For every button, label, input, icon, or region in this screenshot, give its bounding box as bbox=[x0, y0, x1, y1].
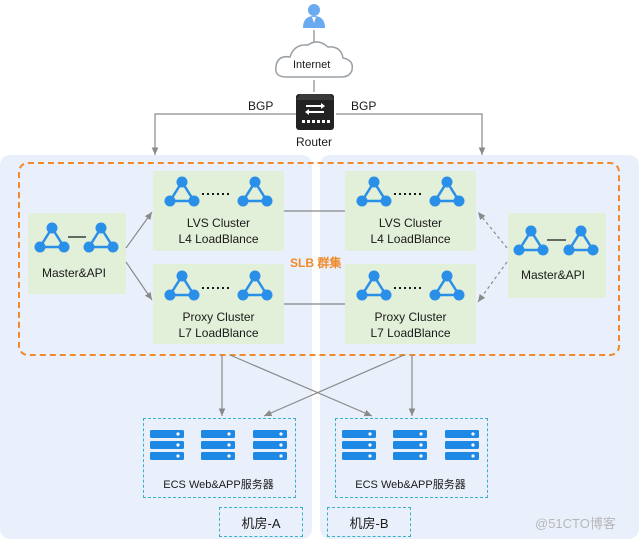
router-icon bbox=[296, 94, 334, 130]
proxy-cluster-left bbox=[153, 264, 284, 344]
proxy-right-node-icons bbox=[355, 269, 466, 302]
master-left-to-proxy bbox=[125, 261, 153, 301]
proxy-right-to-ecs-left bbox=[263, 354, 405, 417]
ecs-left-label: ECS Web&APP服务器 bbox=[163, 479, 274, 491]
lvs-right-subtitle: L4 LoadBlance bbox=[370, 232, 451, 246]
bgp-link-right bbox=[336, 113, 486, 155]
master-right-node-icons bbox=[512, 224, 600, 257]
lvs-cluster-right bbox=[345, 171, 476, 251]
proxy-cluster-right bbox=[345, 264, 476, 344]
master-right-to-lvs bbox=[477, 211, 508, 249]
bgp-right-label: BGP bbox=[351, 99, 377, 113]
master-api-right bbox=[508, 213, 606, 298]
lvs-left-title: LVS Cluster bbox=[186, 216, 251, 230]
lvs-right-title: LVS Cluster bbox=[378, 216, 443, 230]
proxy-left-node-icons bbox=[163, 269, 274, 302]
lvs-cluster-left bbox=[153, 171, 284, 251]
bgp-left-label: BGP bbox=[248, 99, 274, 113]
slb-cluster-frame bbox=[18, 162, 620, 356]
internet-label: Internet bbox=[293, 59, 331, 71]
lvs-left-node-icons bbox=[163, 175, 274, 208]
ecs-right-label: ECS Web&APP服务器 bbox=[355, 479, 466, 491]
master-left-to-lvs bbox=[125, 211, 153, 249]
user-icon bbox=[303, 4, 325, 28]
master-left-node-icons bbox=[33, 221, 120, 254]
proxy-right-title: Proxy Cluster bbox=[374, 310, 447, 324]
lvs-right-node-icons bbox=[355, 175, 466, 208]
bgp-link-left bbox=[151, 113, 296, 155]
master-right-to-proxy bbox=[477, 261, 508, 303]
room-b-label: 机房-B bbox=[327, 507, 411, 537]
ecs-right-server-icons bbox=[342, 430, 479, 460]
router-label: Router bbox=[296, 135, 333, 149]
proxy-left-to-ecs-right bbox=[229, 354, 373, 417]
ecs-left-server-icons bbox=[150, 430, 287, 460]
cloud-icon bbox=[274, 41, 354, 78]
master-right-label: Master&API bbox=[521, 268, 586, 282]
proxy-right-subtitle: L7 LoadBlance bbox=[370, 326, 451, 340]
lvs-left-subtitle: L4 LoadBlance bbox=[178, 232, 259, 246]
proxy-left-subtitle: L7 LoadBlance bbox=[178, 326, 259, 340]
proxy-left-title: Proxy Cluster bbox=[182, 310, 255, 324]
room-a-label: 机房-A bbox=[219, 507, 303, 537]
master-api-left bbox=[28, 213, 126, 294]
watermark: @51CTO博客 bbox=[535, 516, 616, 531]
master-left-label: Master&API bbox=[42, 266, 107, 280]
slb-cluster-label: SLB 群集 bbox=[290, 256, 342, 270]
